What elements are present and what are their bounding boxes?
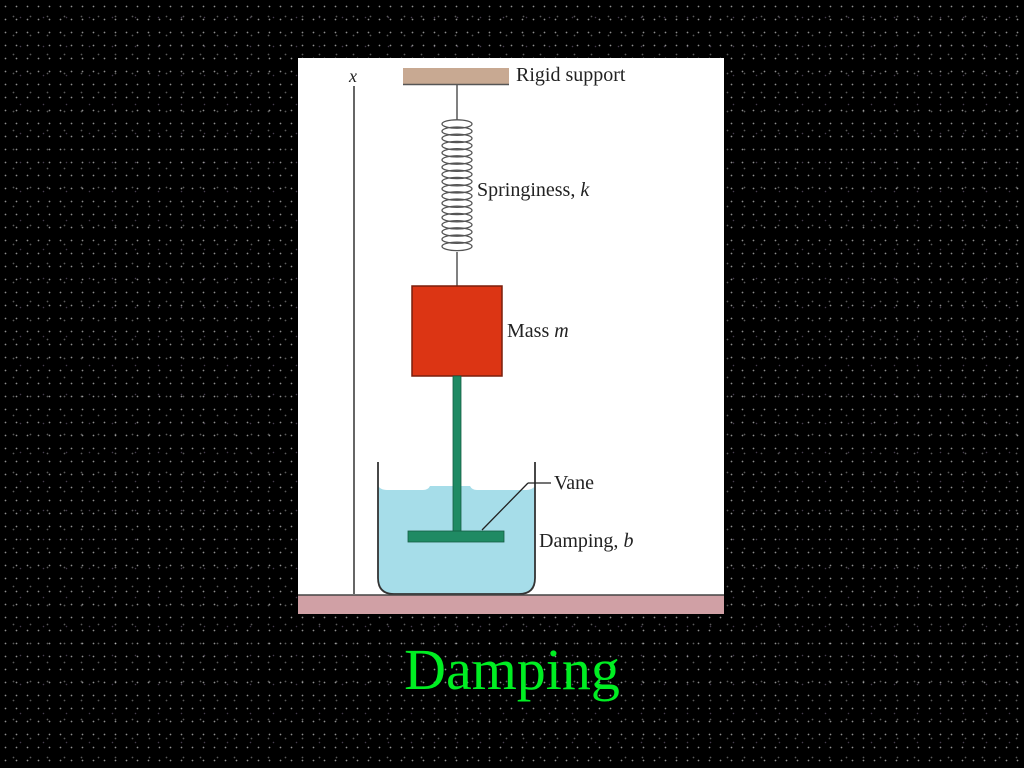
spring-coil-turn — [441, 234, 473, 245]
floor — [298, 595, 724, 614]
x-axis-label: x — [348, 66, 357, 86]
spring-coil — [441, 119, 473, 252]
spring-coil-turn — [441, 162, 473, 173]
spring-label-text: Springiness, — [477, 179, 580, 201]
damping-constant-symbol: b — [623, 530, 633, 552]
mass-block — [411, 285, 503, 377]
rigid-support — [403, 68, 509, 84]
rigid-support-label: Rigid support — [516, 64, 626, 86]
spring-coil-turn — [441, 205, 473, 216]
spring-label: Springiness, k — [477, 179, 590, 201]
spring-coil-turn — [441, 212, 473, 223]
damping-label-text: Damping, — [539, 530, 623, 552]
spring-coil-turn — [441, 147, 473, 158]
spring-coil-turn — [441, 191, 473, 201]
spring-coil-turn — [441, 119, 473, 129]
spring-coil-turn — [441, 133, 473, 144]
spring-coil-turn — [441, 169, 473, 180]
connecting-rod — [452, 375, 462, 535]
spring-coil-turn — [441, 155, 473, 165]
spring-coil-turn — [441, 198, 473, 209]
spring-coil-turn — [441, 227, 473, 237]
fluid-container — [377, 462, 536, 595]
spring-coil-turn — [441, 126, 473, 137]
damping-label: Damping, b — [539, 530, 633, 552]
spring-coil-turn — [441, 241, 473, 252]
mass-symbol: m — [554, 320, 568, 342]
spring-coil-turn — [441, 176, 473, 187]
spring-coil-turn — [441, 219, 473, 230]
slide-title: Damping — [404, 637, 620, 702]
spring-constant-symbol: k — [580, 179, 590, 201]
mass-label: Mass m — [507, 320, 569, 342]
mass-label-text: Mass — [507, 320, 554, 342]
vane-label: Vane — [554, 472, 594, 494]
vane-leader-line-diagonal — [481, 482, 529, 531]
vane — [407, 530, 505, 543]
damped-oscillator-figure: x Rigid support Springiness, k Mass m — [298, 58, 724, 614]
spring-coil-turn — [441, 140, 473, 151]
damped-oscillator-diagram: x Rigid support Springiness, k Mass m — [298, 58, 724, 614]
spring-coil-turn — [441, 183, 473, 194]
